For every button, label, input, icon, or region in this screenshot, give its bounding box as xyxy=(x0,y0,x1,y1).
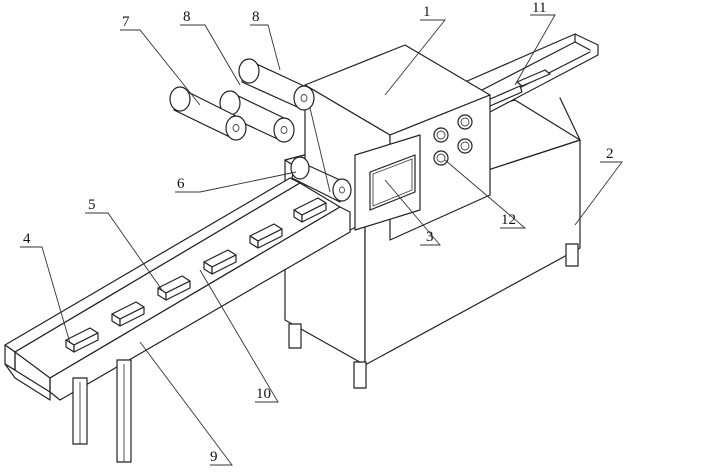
block xyxy=(111,301,145,327)
label-9: 9 xyxy=(210,449,218,465)
label-6: 6 xyxy=(177,176,185,192)
cabinet-legs xyxy=(288,243,579,389)
label-2: 2 xyxy=(606,146,614,162)
label-1: 1 xyxy=(423,4,431,20)
roller-upper-mid xyxy=(219,90,295,143)
block xyxy=(65,327,99,353)
label-11: 11 xyxy=(532,0,546,16)
label-8-right: 8 xyxy=(252,9,260,25)
control-buttons xyxy=(433,114,473,166)
label-4: 4 xyxy=(23,231,31,247)
conveyor-legs xyxy=(72,359,132,463)
roller-upper-back xyxy=(238,58,315,111)
roller-upper-front xyxy=(169,86,247,141)
label-5: 5 xyxy=(88,197,96,213)
block xyxy=(249,223,283,249)
block xyxy=(293,197,327,223)
blocks xyxy=(65,197,327,353)
block xyxy=(157,275,191,301)
label-10: 10 xyxy=(256,386,271,402)
leader-lines xyxy=(20,14,623,466)
roller-lower xyxy=(290,156,352,203)
label-8-left: 8 xyxy=(183,9,191,25)
label-7: 7 xyxy=(122,14,130,30)
part-labels: 1 2 3 4 5 6 7 8 8 9 10 11 12 xyxy=(23,0,614,465)
rear-conveyor xyxy=(464,33,599,113)
label-12: 12 xyxy=(501,212,516,228)
label-3: 3 xyxy=(426,229,434,245)
block xyxy=(203,249,237,275)
